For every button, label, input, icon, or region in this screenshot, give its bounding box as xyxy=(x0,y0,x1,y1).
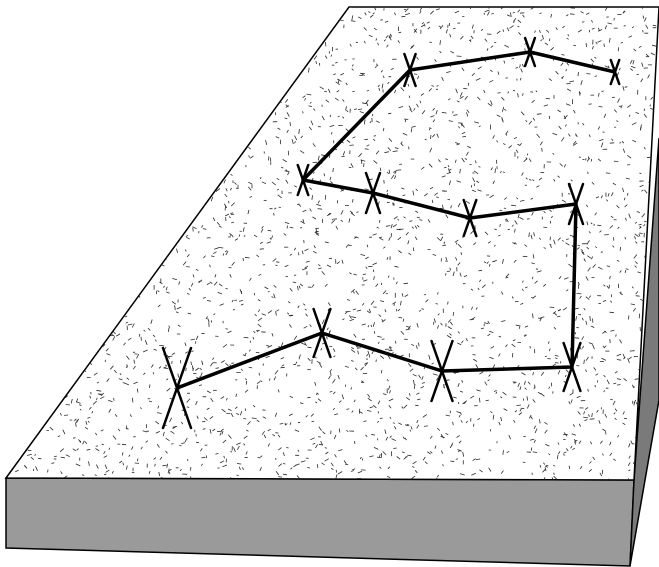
slab-front-face xyxy=(6,478,634,566)
slab-top-surface xyxy=(6,7,659,480)
